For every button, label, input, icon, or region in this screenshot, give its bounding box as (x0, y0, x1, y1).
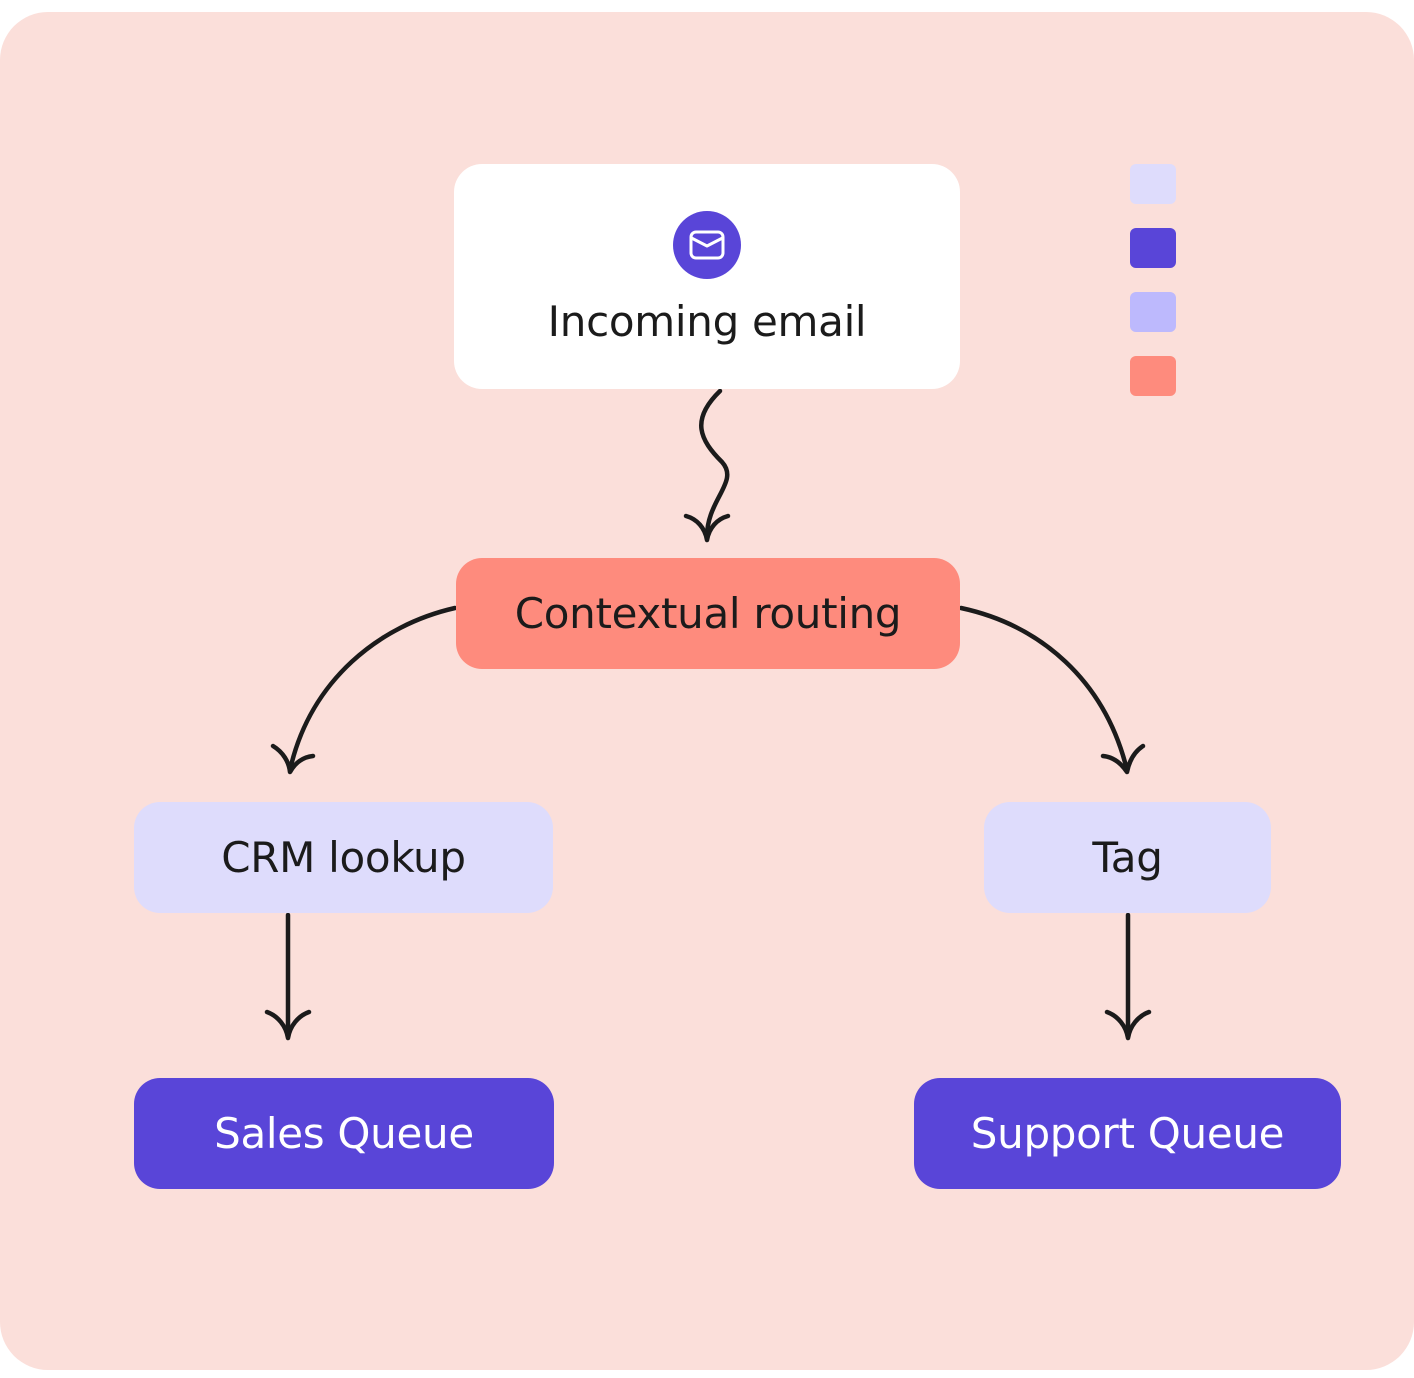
legend-swatch-periwinkle (1130, 292, 1176, 332)
edge-routing-to-tag (958, 605, 1130, 773)
edge-email-to-routing (699, 388, 730, 541)
tag-label: Tag (1092, 832, 1163, 882)
sales-queue-label: Sales Queue (214, 1108, 474, 1158)
incoming-email-label: Incoming email (547, 296, 867, 346)
legend-swatch-lavender (1130, 164, 1176, 204)
node-crm-lookup: CRM lookup (134, 802, 553, 913)
legend-swatch-salmon (1130, 356, 1176, 396)
arrowhead-routing-to-tag (1100, 743, 1146, 775)
arrowhead-tag-to-support (1104, 1009, 1152, 1041)
legend-swatch-indigo (1130, 228, 1176, 268)
node-contextual-routing: Contextual routing (456, 558, 960, 669)
arrowhead-crm-to-sales (264, 1009, 312, 1041)
node-incoming-email: Incoming email (454, 164, 960, 389)
node-sales-queue: Sales Queue (134, 1078, 554, 1189)
edge-routing-to-crm (287, 605, 458, 773)
arrowhead-routing-to-crm (270, 743, 316, 775)
support-queue-label: Support Queue (970, 1108, 1285, 1158)
mail-icon (673, 210, 741, 279)
contextual-routing-label: Contextual routing (514, 588, 902, 638)
color-legend (1130, 164, 1176, 420)
arrowhead-email-to-routing (683, 513, 731, 543)
crm-lookup-label: CRM lookup (221, 832, 466, 882)
node-support-queue: Support Queue (914, 1078, 1341, 1189)
node-tag: Tag (984, 802, 1271, 913)
